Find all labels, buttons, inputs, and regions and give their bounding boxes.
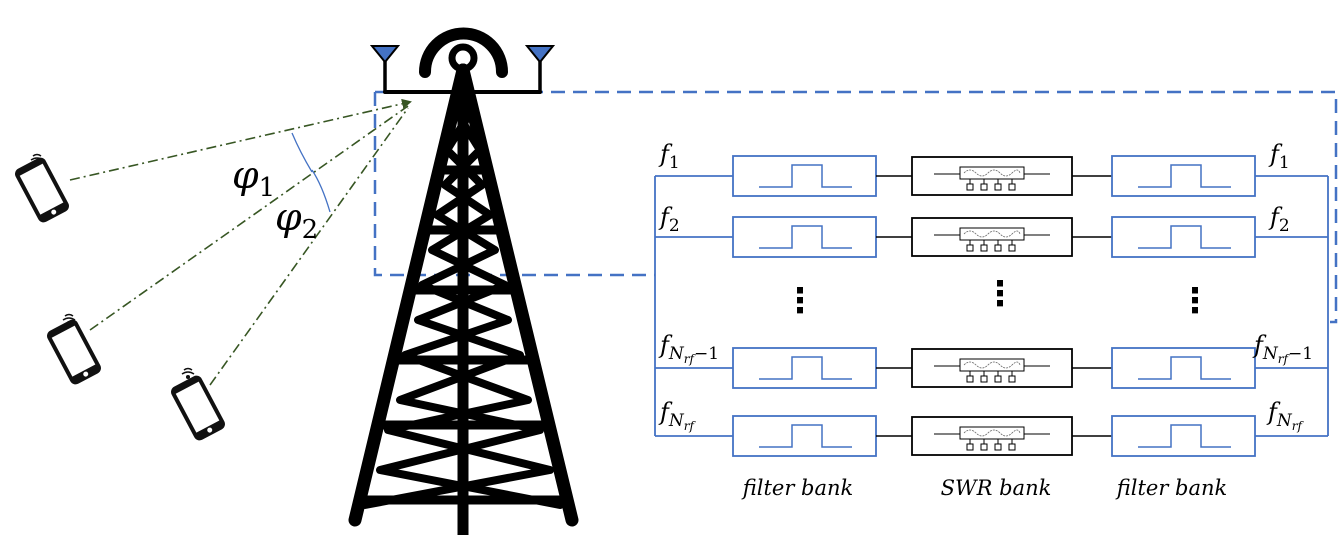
wifi-icon [30,153,44,166]
phi1-label: φ1 [232,153,275,203]
right-label-f2: f2 [1268,203,1290,236]
ray-user-1 [69,98,412,181]
right-filter-1 [1111,155,1256,197]
right-label-fn1: fNrf−1 [1252,331,1313,366]
caption-swr-bank: SWR bank [941,476,1052,500]
swr-resonator-3 [911,348,1073,388]
caption-right-filter-bank: filter bank [1115,476,1228,500]
ray-user-3 [209,107,409,386]
right-frequency-labels: f1 f2 fNrf−1 fNrf [1252,140,1313,433]
right-filter-2 [1111,216,1256,258]
left-label-fn1: fNrf−1 [658,331,719,366]
ellipsis-left: ⋮ [783,281,817,321]
cell-tower-icon [348,27,579,535]
phone-2 [47,319,101,385]
filter-rows [655,155,1328,457]
left-filter-1 [732,155,877,197]
wifi-icon [62,313,76,326]
circuit-rails [654,176,1329,436]
caption-left-filter-bank: filter bank [741,476,854,500]
antenna-icon-right [524,45,556,64]
wifi-icon [181,367,195,380]
left-label-fn: fNrf [658,398,697,433]
angle-labels: φ1 φ2 [232,153,318,245]
arc-phi1 [291,132,313,173]
user-rays [69,98,412,386]
left-filter-2 [732,216,877,258]
right-label-f1: f1 [1268,140,1290,173]
swr-resonator-1 [911,156,1073,196]
arc-phi2 [311,169,331,213]
angle-arcs [291,132,331,213]
zoom-box-outline-top [375,90,1338,324]
phone-3 [171,375,225,441]
right-label-fn: fNrf [1266,398,1305,433]
left-filter-4 [732,415,877,457]
ray-user-2 [89,105,409,331]
ellipsis-right: ⋮ [1178,281,1212,321]
antenna-icon-left [369,45,401,64]
left-frequency-labels: f1 f2 fNrf−1 fNrf [658,140,719,433]
right-filter-3 [1111,347,1256,389]
right-filter-4 [1111,415,1256,457]
swr-resonator-4 [911,416,1073,456]
phone-1 [15,157,69,223]
left-filter-3 [732,347,877,389]
phi2-label: φ2 [275,195,318,245]
left-label-f1: f1 [658,140,680,173]
ellipses: ⋮ ⋮ ⋮ [783,274,1212,321]
ellipsis-middle: ⋮ [983,274,1017,314]
antenna-icons [369,45,556,64]
swr-resonator-2 [911,217,1073,257]
bank-captions: filter bank SWR bank filter bank [741,476,1228,500]
zoom-box [373,90,1338,324]
zoom-box-outline [373,92,655,277]
left-label-f2: f2 [658,203,680,236]
